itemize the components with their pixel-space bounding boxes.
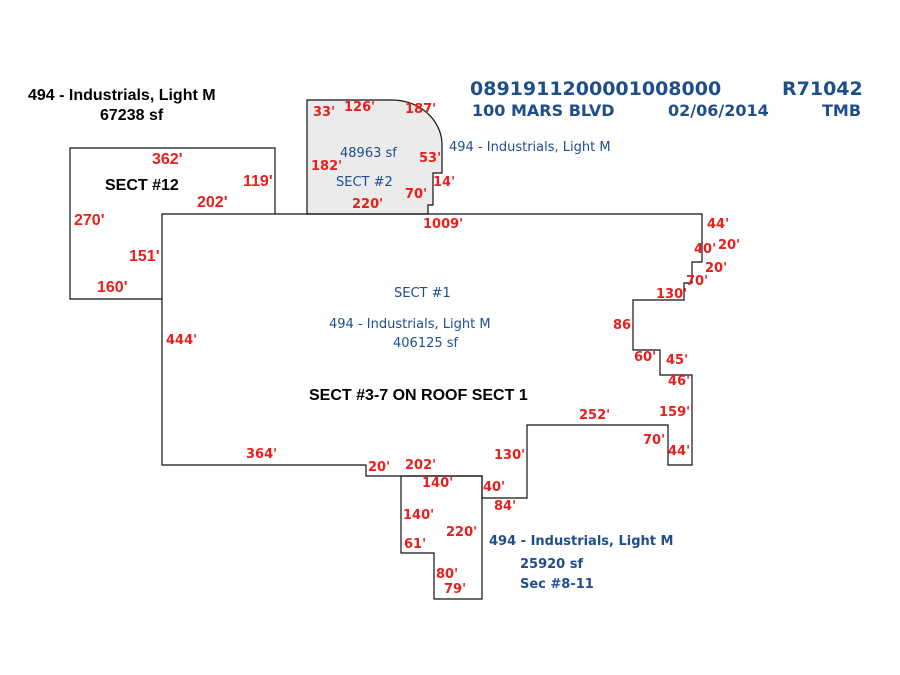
sect2-dim-187: 187': [405, 102, 436, 117]
sect1-outline: [161, 213, 703, 499]
sect1-dim-20-b: 20': [705, 261, 727, 276]
sect1-dim-159: 159': [659, 405, 690, 420]
sect12-use-label: 494 - Industrials, Light M: [28, 87, 216, 104]
sect2-outline: [306, 99, 443, 215]
sect1-dim-44-bottom: 44': [668, 444, 690, 459]
sect1-dim-364: 364': [246, 447, 277, 462]
sect1-dim-44-top: 44': [707, 217, 729, 232]
sect1-dim-20-a: 20': [718, 238, 740, 253]
sect8-11-dim-80: 80': [436, 567, 458, 582]
sect2-area-label: 48963 sf: [340, 146, 397, 161]
sect12-dim-160: 160': [97, 279, 128, 296]
appraiser-initials: TMB: [822, 101, 861, 120]
sect8-11-name-label: Sec #8-11: [520, 577, 594, 592]
sect1-dim-20: 20': [368, 460, 390, 475]
sect1-dim-60: 60': [634, 350, 656, 365]
sect1-dim-70-top: 70': [686, 274, 708, 289]
sect2-dim-14: 14': [433, 175, 455, 190]
sect1-dim-130-bottom: 130': [494, 448, 525, 463]
sect12-dim-119: 119': [243, 173, 273, 190]
sect1-dim-202: 202': [405, 458, 436, 473]
sect1-dim-84: 84': [494, 499, 516, 514]
sect12-dim-270: 270': [74, 212, 105, 229]
sect1-roof-note: SECT #3-7 ON ROOF SECT 1: [309, 387, 528, 404]
sect1-use-label: 494 - Industrials, Light M: [329, 317, 491, 332]
sect1-dim-40: 40': [694, 242, 716, 257]
sect1-dim-252: 252': [579, 408, 610, 423]
sect1-dim-40-bottom: 40': [483, 480, 505, 495]
sect1-dim-45: 45': [666, 353, 688, 368]
sect1-dim-46: 46': [668, 374, 690, 389]
sect12-dim-202: 202': [197, 194, 228, 211]
sect12-dim-151: 151': [129, 248, 160, 265]
sect8-11-use-label: 494 - Industrials, Light M: [489, 534, 673, 549]
sect8-11-dim-61: 61': [404, 537, 426, 552]
sect1-dim-86: 86': [613, 318, 635, 333]
sect2-dim-53: 53': [419, 151, 441, 166]
sect12-dim-362: 362': [152, 151, 183, 168]
sect2-dim-182: 182': [311, 159, 342, 174]
sect1-dim-130-right: 130': [656, 287, 687, 302]
sect1-dim-70-bottom: 70': [643, 433, 665, 448]
record-id: R71042: [782, 78, 863, 100]
sect8-11-dim-79: 79': [444, 582, 466, 597]
sect8-11-area-label: 25920 sf: [520, 557, 583, 572]
sect12-area-label: 67238 sf: [100, 107, 164, 124]
sect8-11-dim-140-top: 140': [422, 476, 453, 491]
sect12-name-label: SECT #12: [105, 177, 179, 194]
sect2-dim-70: 70': [405, 187, 427, 202]
sect2-dim-220: 220': [352, 197, 383, 212]
sect2-dim-33: 33': [313, 105, 335, 120]
sect2-name-label: SECT #2: [336, 175, 393, 190]
sect8-11-dim-140-left: 140': [403, 508, 434, 523]
property-address: 100 MARS BLVD: [472, 101, 615, 120]
sect2-dim-126: 126': [344, 100, 375, 115]
sect12-outline: [69, 147, 276, 300]
sect1-dim-1009: 1009': [423, 217, 463, 232]
sect1-name-label: SECT #1: [394, 286, 451, 301]
sketch-date: 02/06/2014: [668, 101, 769, 120]
sect8-11-outline: [400, 475, 483, 600]
sect2-use-label: 494 - Industrials, Light M: [449, 140, 611, 155]
parcel-id: 0891911200001008000: [470, 78, 721, 100]
sect1-dim-444: 444': [166, 333, 197, 348]
sect8-11-dim-220: 220': [446, 525, 477, 540]
sect1-area-label: 406125 sf: [393, 336, 459, 351]
